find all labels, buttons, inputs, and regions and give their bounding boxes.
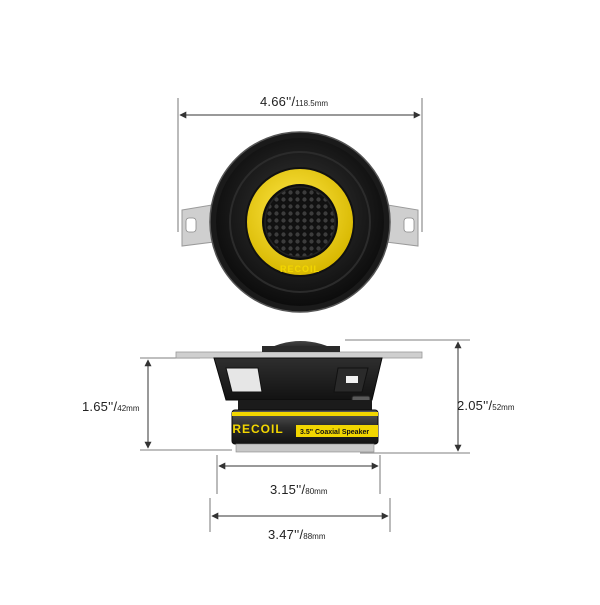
basket-window xyxy=(225,367,263,393)
side-label-text: 3.5" Coaxial Speaker xyxy=(300,429,369,436)
brand-logo-side: RECOIL xyxy=(232,422,283,436)
label-overall-width: 4.66''/118.5mm xyxy=(260,94,329,109)
label-overall-width-mm: 118.5mm xyxy=(295,99,329,108)
label-mount-depth-mm: 42mm xyxy=(117,404,140,413)
label-total-height-mm: 52mm xyxy=(492,403,515,412)
label-total-height: 2.05''/52mm xyxy=(457,398,515,413)
side-view: RECOIL 3.5" Coaxial Speaker xyxy=(140,339,470,532)
label-magnet-diameter-inches: 3.15'' xyxy=(270,482,302,497)
top-view: RECOIL xyxy=(177,98,423,313)
magnet-base xyxy=(235,443,375,453)
label-overall-width-inches: 4.66'' xyxy=(260,94,292,109)
magnet-accent-stripe xyxy=(232,412,378,416)
brand-logo-top: RECOIL xyxy=(280,264,320,274)
tweeter-grille xyxy=(264,186,336,258)
label-total-height-inches: 2.05'' xyxy=(457,398,489,413)
label-magnet-diameter-mm: 80mm xyxy=(305,487,328,496)
mount-flange xyxy=(175,351,423,359)
terminal-label xyxy=(346,376,358,383)
label-magnet-diameter: 3.15''/80mm xyxy=(270,482,328,497)
label-mount-depth: 1.65''/42mm xyxy=(82,399,140,414)
mount-slot-right xyxy=(403,217,415,233)
label-basket-diameter: 3.47''/88mm xyxy=(268,527,326,542)
label-basket-diameter-mm: 88mm xyxy=(303,532,326,541)
mount-slot-left xyxy=(185,217,197,233)
label-mount-depth-inches: 1.65'' xyxy=(82,399,114,414)
side-label-badge xyxy=(296,425,378,437)
label-basket-diameter-inches: 3.47'' xyxy=(268,527,300,542)
